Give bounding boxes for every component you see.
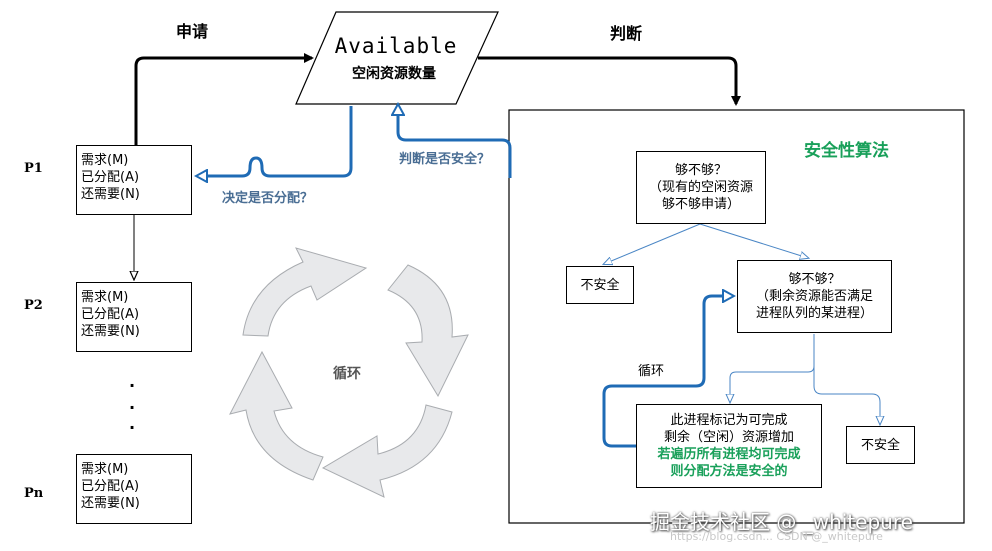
ellipsis-dot-2: · [129, 398, 136, 417]
process-label-p1: P1 [24, 161, 43, 176]
check2-to-unsafe2-line [813, 334, 880, 424]
mark-complete-text: 此进程标记为可完成 [670, 413, 788, 428]
judge-safe-label: 判断是否安全？ [399, 152, 491, 167]
check1-to-unsafe1-line [604, 223, 701, 264]
judge-arrow [478, 56, 741, 106]
safety-algorithm-frame [508, 109, 965, 524]
available-subtitle: 空闲资源数量 [352, 66, 436, 82]
check-available-line1: （现有的空闲资源 [648, 180, 753, 195]
ellipsis-dot-1: · [129, 376, 136, 395]
watermark-main: 掘金技术社区 @ _whitepure [650, 510, 913, 534]
p2-demand: 需求(M) [81, 290, 129, 305]
check2-to-process-line [730, 334, 815, 402]
check-available-box: 够不够？ （现有的空闲资源 够不够申请） [636, 151, 766, 224]
cycle-arrow-left [229, 350, 324, 481]
process-label-pn: Pn [24, 486, 44, 501]
check-available-line2: 够不够申请） [661, 197, 740, 212]
check-remaining-line2: 进程队列的某进程） [755, 306, 873, 321]
pn-need: 还需要(N) [81, 496, 140, 511]
inner-loop-label: 循环 [638, 364, 665, 379]
unsafe-label-1: 不安全 [580, 277, 620, 293]
apply-label: 申请 [176, 22, 209, 41]
process-box-pn: 需求(M) 已分配(A) 还需要(N) [76, 454, 192, 524]
decide-allocate-label: 决定是否分配？ [222, 191, 314, 206]
judge-safe-arrow [398, 106, 512, 178]
unsafe-box-1: 不安全 [566, 266, 634, 304]
p1-allocated: 已分配(A) [81, 170, 140, 185]
pn-allocated: 已分配(A) [81, 479, 140, 494]
check-available-title: 够不够？ [674, 163, 727, 178]
p2-need: 还需要(N) [81, 324, 140, 339]
judge-label: 判断 [610, 24, 643, 43]
process-box-p2: 需求(M) 已分配(A) 还需要(N) [76, 282, 192, 352]
cycle-arrow-right [387, 264, 469, 398]
check-remaining-title: 够不够？ [788, 272, 841, 287]
p1-need: 还需要(N) [81, 187, 140, 202]
apply-arrow [134, 53, 314, 145]
process-box-p1: 需求(M) 已分配(A) 还需要(N) [76, 145, 192, 215]
cycle-arrows [229, 247, 469, 498]
safety-algorithm-title: 安全性算法 [804, 141, 889, 161]
ellipsis-dot-3: · [129, 418, 136, 437]
result-line-1: 若遍历所有进程均可完成 [657, 447, 801, 462]
p2-allocated: 已分配(A) [81, 307, 140, 322]
process-label-p2: P2 [24, 298, 43, 313]
inner-loop-arrow [602, 296, 732, 448]
available-title: Available [334, 34, 458, 58]
watermark-sub: https://blog.csdn... CSDN @_whitepure [670, 530, 883, 543]
pn-demand: 需求(M) [81, 462, 129, 477]
unsafe-label-2: 不安全 [860, 437, 900, 453]
available-parallelogram [295, 11, 499, 105]
cycle-label: 循环 [333, 366, 361, 382]
check1-to-check2-line [699, 223, 808, 258]
check-remaining-line1: （剩余资源能否满足 [755, 289, 873, 304]
decide-allocate-arrow [198, 106, 353, 176]
p1-demand: 需求(M) [81, 153, 129, 168]
process-complete-box: 此进程标记为可完成 剩余（空闲）资源增加 若遍历所有进程均可完成 则分配方法是安… [636, 404, 822, 488]
resources-increase-text: 剩余（空闲）资源增加 [663, 430, 794, 445]
cycle-arrow-bottom [321, 404, 453, 498]
result-line-2: 则分配方法是安全的 [670, 464, 788, 479]
check-remaining-box: 够不够？ （剩余资源能否满足 进程队列的某进程） [737, 260, 892, 333]
unsafe-box-2: 不安全 [846, 426, 915, 464]
cycle-arrow-top [242, 247, 368, 337]
